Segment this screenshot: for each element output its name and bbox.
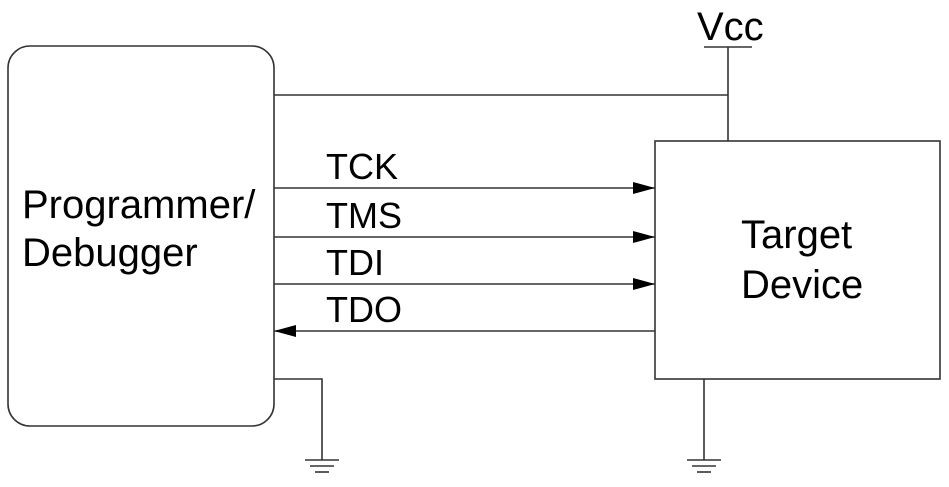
programmer-ground-wire <box>274 378 323 460</box>
programmer-ground-icon <box>305 459 339 473</box>
programmer-debugger-block <box>7 45 275 427</box>
tck-label: TCK <box>326 146 398 187</box>
tdi-label: TDI <box>326 242 384 283</box>
target-device-block <box>654 140 941 380</box>
target-label-line1: Target <box>741 213 852 257</box>
programmer-label-line2: Debugger <box>22 231 198 275</box>
tms-label: TMS <box>326 195 402 236</box>
tdo-label: TDO <box>326 289 402 330</box>
target-label-line2: Device <box>741 263 863 307</box>
target-ground-icon <box>687 459 721 473</box>
programmer-label-line1: Programmer/ <box>22 183 256 227</box>
vcc-label: Vcc <box>697 5 764 49</box>
